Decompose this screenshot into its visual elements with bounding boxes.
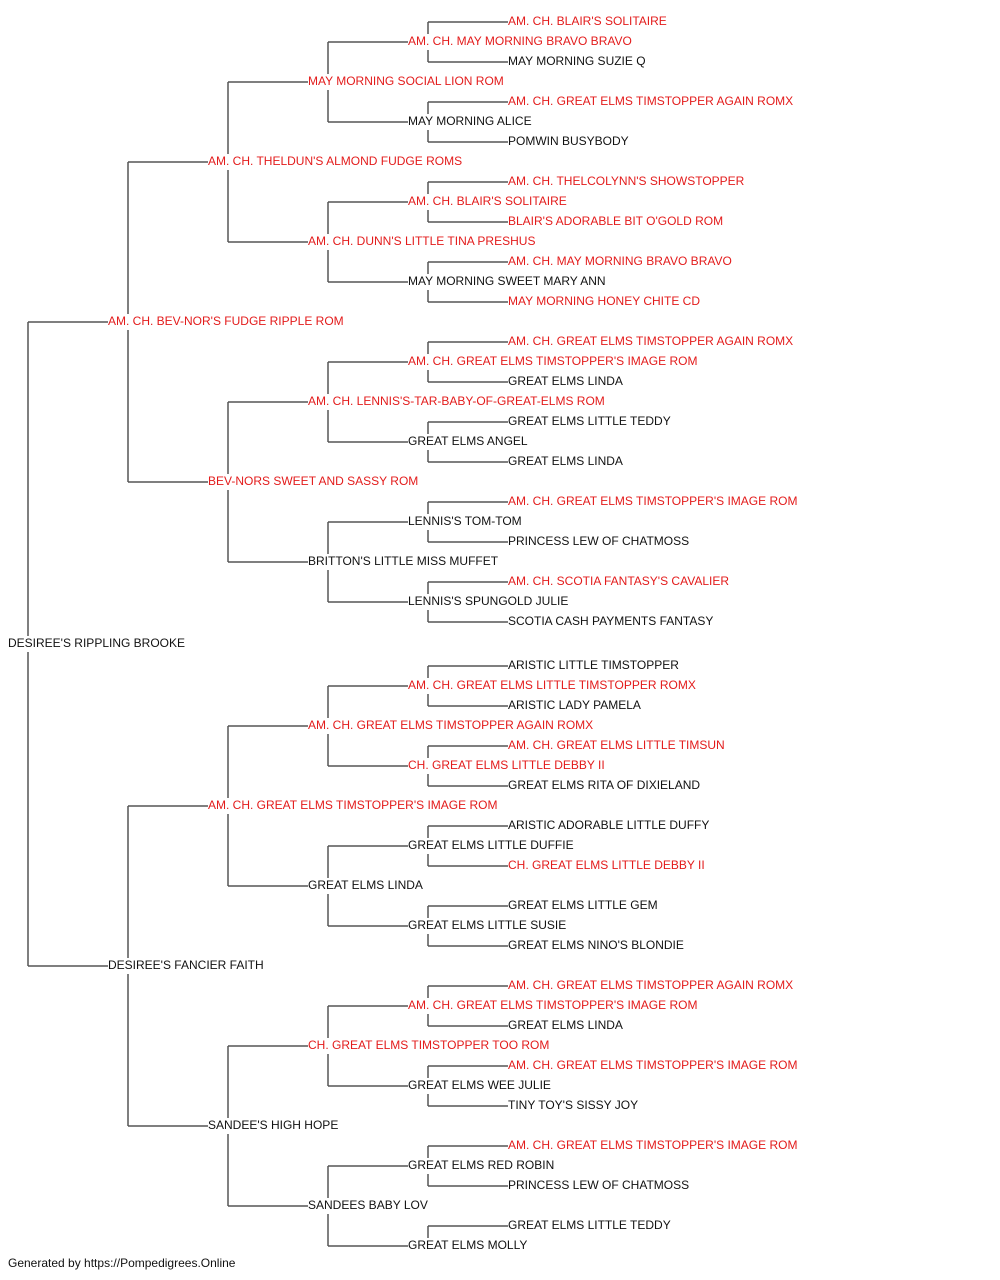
ancestor-name-rootddsss: AM. CH. GREAT ELMS TIMSTOPPER AGAIN ROMX [508,978,793,992]
ancestor-name-rootddd: SANDEES BABY LOV [308,1198,428,1212]
ancestor-name-rootdddd: GREAT ELMS MOLLY [408,1238,527,1250]
ancestor-name-rootdds: CH. GREAT ELMS TIMSTOPPER TOO ROM [308,1038,549,1052]
ancestor-name-rootsssds: AM. CH. GREAT ELMS TIMSTOPPER AGAIN ROMX [508,94,793,108]
ancestor-name-rootdssds: AM. CH. GREAT ELMS LITTLE TIMSUN [508,738,725,752]
ancestor-name-rootssds: AM. CH. BLAIR'S SOLITAIRE [408,194,567,208]
ancestor-name-rootsdsdd: GREAT ELMS LINDA [508,454,623,468]
ancestor-name-rootddssd: GREAT ELMS LINDA [508,1018,623,1032]
ancestor-name-rootds: AM. CH. GREAT ELMS TIMSTOPPER'S IMAGE RO… [208,798,497,812]
ancestor-name-rootsd: BEV-NORS SWEET AND SASSY ROM [208,474,418,488]
ancestor-name-rootdddss: AM. CH. GREAT ELMS TIMSTOPPER'S IMAGE RO… [508,1138,797,1152]
ancestor-name-rootdssss: ARISTIC LITTLE TIMSTOPPER [508,658,679,672]
ancestor-name-rootdsss: AM. CH. GREAT ELMS LITTLE TIMSTOPPER ROM… [408,678,696,692]
ancestor-name-rootdddds: GREAT ELMS LITTLE TEDDY [508,1218,671,1232]
ancestor-name-rootdsdss: ARISTIC ADORABLE LITTLE DUFFY [508,818,709,832]
ancestor-name-rootsddsd: PRINCESS LEW OF CHATMOSS [508,534,689,548]
ancestor-name-rootsdsd: GREAT ELMS ANGEL [408,434,528,448]
ancestor-name-rootsds: AM. CH. LENNIS'S-TAR-BABY-OF-GREAT-ELMS … [308,394,605,408]
ancestor-name-rootdsdd: GREAT ELMS LITTLE SUSIE [408,918,566,932]
ancestor-name-rootdsddd: GREAT ELMS NINO'S BLONDIE [508,938,684,952]
ancestor-name-rootsdd: BRITTON'S LITTLE MISS MUFFET [308,554,499,568]
ancestor-name-rootdssd: CH. GREAT ELMS LITTLE DEBBY II [408,758,605,772]
ancestor-name-rootsdds: LENNIS'S TOM-TOM [408,514,522,528]
ancestor-name-rootssdds: AM. CH. MAY MORNING BRAVO BRAVO [508,254,732,268]
ancestor-name-rootdsds: GREAT ELMS LITTLE DUFFIE [408,838,574,852]
ancestor-name-rootsss: MAY MORNING SOCIAL LION ROM [308,74,504,88]
ancestor-name-rootddsdd: TINY TOY'S SISSY JOY [508,1098,638,1112]
ancestor-name-rootsssd: MAY MORNING ALICE [408,114,532,128]
ancestor-name-rootssddd: MAY MORNING HONEY CHITE CD [508,294,700,308]
ancestor-name-rootssssd: MAY MORNING SUZIE Q [508,54,646,68]
ancestor-name-rootddsds: AM. CH. GREAT ELMS TIMSTOPPER'S IMAGE RO… [508,1058,797,1072]
ancestor-name-rootsddss: AM. CH. GREAT ELMS TIMSTOPPER'S IMAGE RO… [508,494,797,508]
ancestor-name-rootsddd: LENNIS'S SPUNGOLD JULIE [408,594,568,608]
ancestor-name-rootdssdd: GREAT ELMS RITA OF DIXIELAND [508,778,700,792]
ancestor-name-rootsdsds: GREAT ELMS LITTLE TEDDY [508,414,671,428]
ancestor-name-rootdsssd: ARISTIC LADY PAMELA [508,698,641,712]
ancestor-name-rootssdd: MAY MORNING SWEET MARY ANN [408,274,606,288]
ancestor-name-rootsdss: AM. CH. GREAT ELMS TIMSTOPPER'S IMAGE RO… [408,354,697,368]
ancestor-name-rootsdssd: GREAT ELMS LINDA [508,374,623,388]
ancestor-name-rootssdsd: BLAIR'S ADORABLE BIT O'GOLD ROM [508,214,723,228]
ancestor-name-rootdss: AM. CH. GREAT ELMS TIMSTOPPER AGAIN ROMX [308,718,593,732]
ancestor-name-rootdsdsd: CH. GREAT ELMS LITTLE DEBBY II [508,858,705,872]
footer-credit: Generated by https://Pompedigrees.Online [8,1256,236,1270]
ancestor-name-rootsssss: AM. CH. BLAIR'S SOLITAIRE [508,14,667,28]
ancestor-name-rootddds: GREAT ELMS RED ROBIN [408,1158,554,1172]
ancestor-name-rootsddds: AM. CH. SCOTIA FANTASY'S CAVALIER [508,574,729,588]
ancestor-name-rootdsd: GREAT ELMS LINDA [308,878,423,892]
pedigree-tree: DESIREE'S RIPPLING BROOKE AM. CH. BEV-NOR… [8,14,797,1250]
ancestor-name-rootsdddd: SCOTIA CASH PAYMENTS FANTASY [508,614,713,628]
ancestor-name-rootssdss: AM. CH. THELCOLYNN'S SHOWSTOPPER [508,174,745,188]
ancestor-name-rootss: AM. CH. THELDUN'S ALMOND FUDGE ROMS [208,154,462,168]
ancestor-name-rootdddsd: PRINCESS LEW OF CHATMOSS [508,1178,689,1192]
ancestor-name-rootd: DESIREE'S FANCIER FAITH [108,958,264,972]
subject-dog-name: DESIREE'S RIPPLING BROOKE [8,636,185,650]
ancestor-name-rootsdsss: AM. CH. GREAT ELMS TIMSTOPPER AGAIN ROMX [508,334,793,348]
ancestor-name-roots: AM. CH. BEV-NOR'S FUDGE RIPPLE ROM [108,314,344,328]
ancestor-name-rootssd: AM. CH. DUNN'S LITTLE TINA PRESHUS [308,234,535,248]
ancestor-name-rootdsdds: GREAT ELMS LITTLE GEM [508,898,658,912]
ancestor-name-rootddsd: GREAT ELMS WEE JULIE [408,1078,551,1092]
ancestor-name-rootssss: AM. CH. MAY MORNING BRAVO BRAVO [408,34,632,48]
ancestor-name-rootdd: SANDEE'S HIGH HOPE [208,1118,338,1132]
ancestor-name-rootsssdd: POMWIN BUSYBODY [508,134,629,148]
ancestor-name-rootddss: AM. CH. GREAT ELMS TIMSTOPPER'S IMAGE RO… [408,998,697,1012]
